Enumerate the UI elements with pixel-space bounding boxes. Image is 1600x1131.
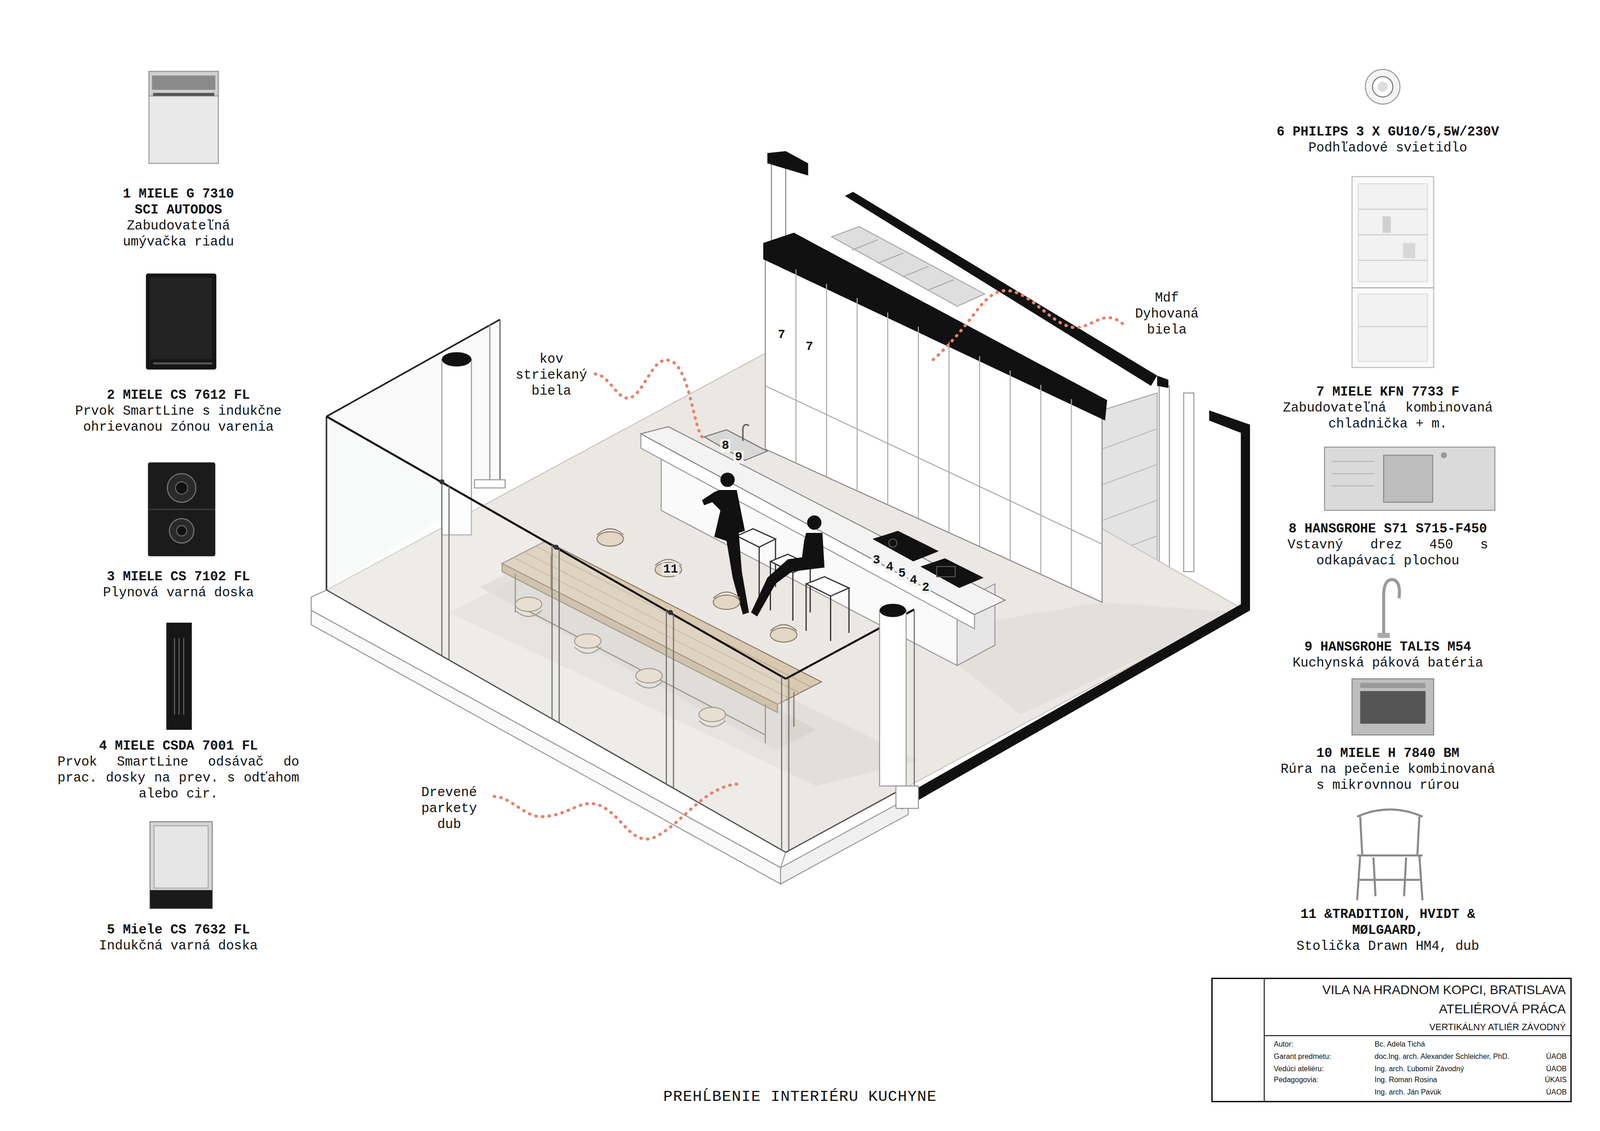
sink-icon — [1324, 447, 1496, 511]
product-description: Zabudovateľná kombinovaná chladnička + m… — [1282, 400, 1493, 433]
title-block-divider — [1263, 1035, 1571, 1037]
title-block-text: Pedagogovia: — [1273, 1075, 1319, 1085]
gas-hob-icon — [147, 462, 216, 557]
callout-number: 9 — [733, 450, 744, 464]
product-name: 10 MIELE H 7840 BM — [1260, 745, 1516, 762]
title-block-text: Garant predmetu: — [1273, 1052, 1331, 1062]
downdraft-icon — [166, 622, 193, 730]
title-block-text: VERTIKÁLNY ATLIÉR ZÁVODNÝ — [1429, 1021, 1566, 1033]
fridge-icon — [1352, 176, 1434, 368]
product-description: Prvok SmartLine odsávač do prac. dosky n… — [57, 754, 300, 803]
callout-number: 3 — [871, 553, 882, 567]
title-block-text: Vedúci ateliéru: — [1273, 1064, 1324, 1074]
product-description: Vstavný drez 450 s odkapávací plochou — [1287, 536, 1489, 569]
induction-hob-icon — [145, 273, 217, 370]
title-block-text: Ing. Roman Rosina — [1374, 1075, 1438, 1085]
title-block-text: ÚKAIS — [1544, 1075, 1567, 1085]
title-block-text: doc.Ing. arch. Alexander Schleicher, PhD… — [1374, 1052, 1510, 1062]
title-block-text: Bc. Adela Tichá — [1374, 1039, 1425, 1049]
material-label: kov striekaný biela — [509, 351, 594, 400]
callout-number: 4 — [884, 560, 895, 574]
product-entry: 2 MIELE CS 7612 FLPrvok SmartLine s indu… — [50, 387, 307, 436]
product-description: Plynová varná doska — [50, 584, 307, 601]
product-entry: 10 MIELE H 7840 BMRúra na pečenie kombin… — [1260, 745, 1516, 794]
faucet-icon — [1377, 579, 1400, 638]
product-entry: 11 &TRADITION, HVIDT & MØLGAARD,Stolička… — [1250, 906, 1525, 955]
material-label: Drevené parkety dub — [406, 784, 492, 833]
title-block-text: ATELIÉROVÁ PRÁCA — [1438, 1001, 1566, 1017]
kitchen-axonometry — [311, 151, 1251, 884]
product-description: Kuchynská páková batéria — [1250, 655, 1525, 672]
title-block-text: Ing. arch. Ján Pavúk — [1374, 1087, 1442, 1097]
product-entry: 5 Miele CS 7632 FLIndukčná varná doska — [50, 922, 307, 954]
product-description: Stolička Drawn HM4, dub — [1250, 938, 1525, 955]
chair-icon — [1357, 809, 1423, 901]
title-block-text: Autor: — [1273, 1039, 1294, 1049]
product-entry: 8 HANSGROHE S71 S715-F450Vstavný drez 45… — [1260, 521, 1516, 569]
callout-number: 7 — [804, 340, 815, 354]
title-block-text: ÚAOB — [1546, 1087, 1567, 1097]
callout-number: 7 — [776, 328, 787, 342]
product-description: Rúra na pečenie kombinovaná s mikrovnnou… — [1273, 761, 1502, 794]
ceiling-light-icon — [1365, 69, 1401, 105]
product-name: 6 PHILIPS 3 X GU10/5,5W/230V — [1250, 124, 1525, 141]
product-entry: 7 MIELE KFN 7733 FZabudovateľná kombinov… — [1260, 384, 1516, 433]
oven-icon — [1352, 678, 1434, 735]
product-name: 3 MIELE CS 7102 FL — [50, 568, 307, 585]
product-name: 11 &TRADITION, HVIDT & MØLGAARD, — [1287, 906, 1489, 939]
callout-number: 5 — [896, 567, 907, 580]
callout-number: 8 — [720, 439, 731, 453]
product-entry: 1 MIELE G 7310 SCI AUTODOSZabudovateľná … — [105, 186, 252, 251]
product-name: 8 HANSGROHE S71 S715-F450 — [1260, 521, 1516, 537]
callout-number: 11 — [661, 562, 680, 576]
product-description: Indukčná varná doska — [50, 938, 307, 954]
product-name: 9 HANSGROHE TALIS M54 — [1250, 639, 1525, 656]
product-description: Zabudovateľná umývačka riadu — [105, 218, 252, 251]
product-description: Podhľadové svietidlo — [1250, 140, 1525, 157]
callout-number: 2 — [920, 581, 931, 595]
product-name: 1 MIELE G 7310 SCI AUTODOS — [109, 186, 247, 219]
callout-number: 4 — [908, 573, 919, 587]
title-block-text: VILA NA HRADNOM KOPCI, BRATISLAVA — [1322, 982, 1566, 998]
dishwasher-icon — [149, 71, 219, 164]
teppan-icon — [150, 821, 213, 909]
product-entry: 3 MIELE CS 7102 FLPlynová varná doska — [50, 568, 307, 601]
title-block-text: Ing. arch. Ľubomír Závodný — [1374, 1064, 1465, 1074]
product-description: Prvok SmartLine s indukčne ohrievanou zó… — [71, 403, 286, 436]
product-name: 4 MIELE CSDA 7001 FL — [50, 738, 307, 755]
title-block-divider — [1263, 979, 1265, 1101]
title-block: VILA NA HRADNOM KOPCI, BRATISLAVA ATELIÉR… — [1211, 977, 1572, 1103]
title-block-text: ÚAOB — [1546, 1064, 1567, 1074]
product-name: 2 MIELE CS 7612 FL — [50, 387, 307, 404]
product-name: 5 Miele CS 7632 FL — [50, 922, 307, 939]
product-name: 7 MIELE KFN 7733 F — [1260, 384, 1516, 401]
title-block-text: ÚAOB — [1546, 1052, 1567, 1062]
product-entry: 6 PHILIPS 3 X GU10/5,5W/230VPodhľadové s… — [1250, 124, 1525, 157]
product-entry: 9 HANSGROHE TALIS M54Kuchynská páková ba… — [1250, 639, 1525, 672]
product-entry: 4 MIELE CSDA 7001 FLPrvok SmartLine odsá… — [50, 738, 307, 803]
material-label: Mdf Dyhovaná biela — [1124, 290, 1210, 339]
